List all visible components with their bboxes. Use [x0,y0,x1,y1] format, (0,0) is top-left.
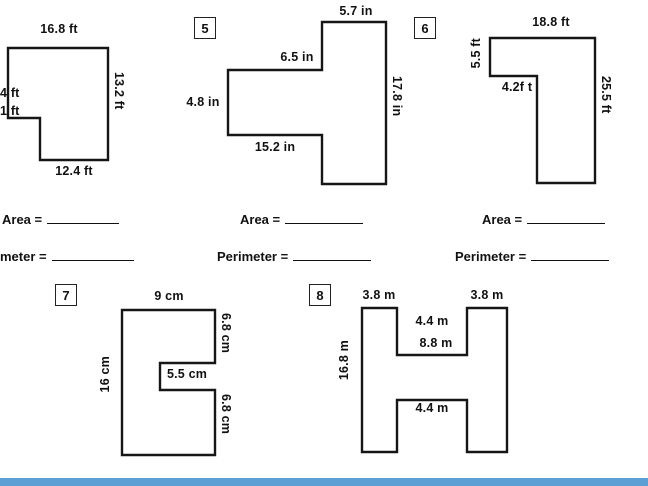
dim-p8-crossbar: 8.8 m [419,336,453,350]
dim-p8-top-left: 3.8 m [362,288,396,302]
area-field-p6: Area = [482,212,606,227]
dim-p7-right-lower: 6.8 cm [219,394,233,435]
dim-p7-top: 9 cm [154,289,184,303]
perimeter-blank-p5 [293,249,372,261]
area-blank-p5 [285,212,364,224]
dim-p4-right: 13.2 ft [112,72,126,110]
dim-p5-arm-left: 4.8 in [186,95,220,109]
area-blank-p6 [527,212,606,224]
shape-p7-outline [120,308,217,457]
area-blank-p4 [47,212,120,224]
dim-p5-top: 5.7 in [339,4,373,18]
perimeter-label-p6: Perimeter = [455,249,527,264]
dim-p4-bottom: 12.4 ft [55,164,93,178]
perimeter-field-p5: Perimeter = [217,249,372,264]
dim-p7-right-upper: 6.8 cm [219,313,233,354]
problem-number-7: 7 [55,284,77,306]
dim-p8-gap-bottom: 4.4 m [415,401,449,415]
area-field-p4: Area = [2,212,120,227]
dim-p7-left: 16 cm [98,356,112,393]
area-label-p4: Area = [2,212,43,227]
dim-p4-top: 16.8 ft [40,22,78,36]
dim-p7-notch: 5.5 cm [166,367,208,381]
dim-p8-left: 16.8 m [337,340,351,381]
area-label-p5: Area = [240,212,281,227]
perimeter-blank-p6 [531,249,610,261]
dim-p8-top-right: 3.8 m [470,288,504,302]
area-label-p6: Area = [482,212,523,227]
dim-p5-arm-top: 6.5 in [280,50,314,64]
perimeter-field-p4: meter = [0,249,134,264]
dim-p8-gap-top: 4.4 m [415,314,449,328]
shape-p6-outline [488,36,597,185]
dim-p6-top: 18.8 ft [532,15,570,29]
perimeter-label-p4: meter = [0,249,47,264]
shape-p4-outline [6,46,110,162]
problem-number-5: 5 [194,17,216,39]
area-field-p5: Area = [240,212,364,227]
page-edge-strip [0,478,648,486]
dim-p6-left: 5.5 ft [469,38,483,69]
problem-number-6: 6 [414,17,436,39]
dim-p4-left-lower: 1 ft [0,104,20,118]
shape-p8-outline [360,306,509,454]
perimeter-field-p6: Perimeter = [455,249,610,264]
shape-p5-outline [226,20,388,186]
dim-p6-inner: 4.2f t [501,80,533,94]
perimeter-blank-p4 [51,249,134,261]
dim-p5-right: 17.8 in [390,76,404,117]
perimeter-label-p5: Perimeter = [217,249,289,264]
problem-number-8: 8 [309,284,331,306]
dim-p6-right: 25.5 ft [599,76,613,114]
dim-p4-left-upper: 4 ft [0,86,20,100]
dim-p5-arm-bottom: 15.2 in [254,140,296,154]
